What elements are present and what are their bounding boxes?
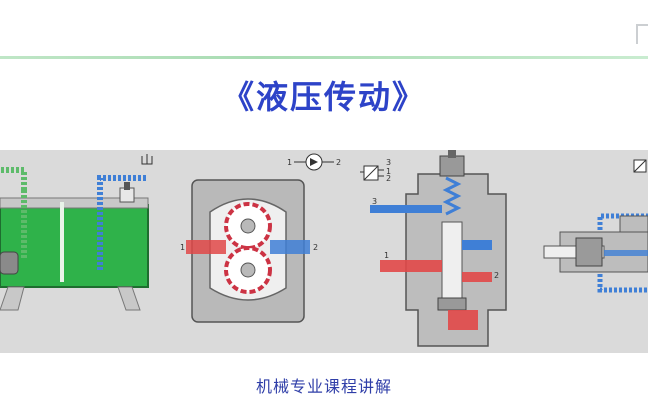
pump-symbol-out-label: 2 (336, 158, 341, 167)
oil-tank (0, 182, 149, 311)
hydraulic-diagram-panel: 1 2 1 2 3 1 2 (0, 150, 648, 353)
suction-pipe-left (0, 167, 146, 270)
valve-symbol-a-label: 1 (386, 167, 391, 176)
corner-bracket-icon (636, 24, 648, 44)
valve-port-1-label: 1 (384, 251, 389, 260)
valve-symbol-b-label: 2 (386, 174, 391, 183)
tank-return-symbol-icon (141, 154, 153, 165)
relief-valve: 3 1 2 (370, 150, 507, 347)
small-symbol-icon (633, 159, 647, 173)
valve-symbol-icon: 3 1 2 (360, 158, 391, 183)
pump-symbol-icon: 1 2 (287, 153, 341, 171)
hydraulic-cylinder-unit (543, 213, 648, 293)
gear-inlet-label: 1 (180, 243, 185, 252)
pump-symbol-in-label: 1 (287, 158, 292, 167)
page-title: 《液压传动》 (221, 78, 426, 116)
course-caption: 机械专业课程讲解 (255, 377, 392, 396)
valve-port-2-label: 2 (494, 271, 499, 280)
gear-pump: 1 2 (180, 179, 318, 323)
gear-outlet-label: 2 (313, 243, 318, 252)
hydraulic-diagram: 1 2 1 2 3 1 2 (0, 150, 648, 347)
header-divider (0, 56, 648, 59)
valve-port-3-label: 3 (372, 197, 377, 206)
valve-symbol-c-label: 3 (386, 158, 391, 167)
